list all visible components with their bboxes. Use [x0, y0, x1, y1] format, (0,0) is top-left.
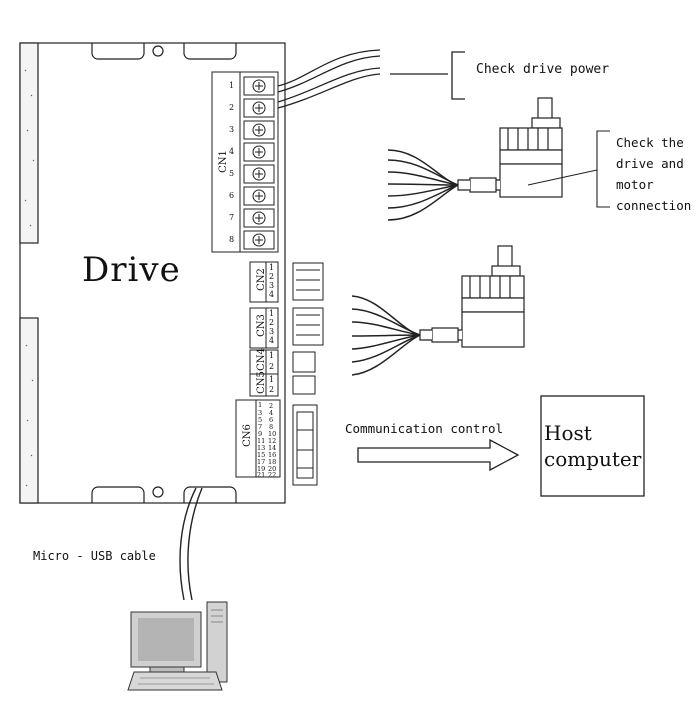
cn6-pin: 18: [268, 458, 277, 466]
cn3-pin: 3: [269, 327, 275, 336]
cn4-label: CN4: [255, 348, 267, 371]
cn3-label: CN3: [255, 314, 267, 337]
motor-1-leads: [387, 149, 459, 221]
cn6-pin: 11: [257, 437, 266, 445]
host-computer-label: Host computer: [544, 421, 642, 471]
cn2-pin: 2: [269, 272, 275, 281]
cn1-pin: 1: [229, 81, 235, 90]
stepper-motor-1: [457, 97, 563, 198]
cn5-label: CN5: [255, 371, 267, 394]
cn1-pin: 6: [229, 191, 235, 200]
signal-connectors: [249, 261, 324, 397]
cn3-pin: 2: [269, 318, 275, 327]
motor-2-leads: [351, 295, 421, 376]
cn6-pin: 8: [269, 423, 274, 431]
cn6-pin: 5: [258, 416, 263, 424]
cn2-pin: 4: [269, 290, 275, 299]
cn6-pin: 16: [268, 451, 277, 459]
cn1-pin: 3: [229, 125, 235, 134]
cn4-pin: 1: [269, 351, 275, 360]
micro-usb-cable-label: Micro - USB cable: [33, 549, 156, 563]
check-motor-bracket: [527, 130, 610, 208]
cn5-pin: 2: [269, 385, 275, 394]
cn1-pin: 8: [229, 235, 235, 244]
cn6-pin: 13: [257, 444, 266, 452]
cn6-pin: 7: [258, 423, 263, 431]
cn6-pin: 9: [258, 430, 263, 438]
cn6-pin: 12: [268, 437, 277, 445]
heatsink-texture: [24, 69, 35, 487]
cn6-pin: 3: [258, 409, 263, 417]
communication-arrow: [357, 438, 520, 472]
cn1-pin: 7: [229, 213, 235, 222]
cn5-pin: 1: [269, 375, 275, 384]
cn6-pin: 4: [269, 409, 274, 417]
cn1-pin: 4: [229, 147, 235, 156]
check-drive-motor-connection-label: Check the drive and motor connection: [616, 135, 692, 213]
communication-control-label: Communication control: [345, 421, 504, 436]
cn6-pin: 19: [257, 465, 266, 473]
cn6-pin: 10: [268, 430, 277, 438]
cn6-pin: 22: [268, 471, 277, 479]
cn3-pin: 4: [269, 336, 275, 345]
cn2-label: CN2: [255, 268, 267, 291]
cn6-connector: [235, 399, 318, 486]
cn6-label: CN6: [241, 424, 253, 447]
drive-title: Drive: [82, 250, 181, 290]
host-computer-box: [540, 395, 645, 497]
cn6-pin: 21: [257, 471, 266, 479]
cn1-terminal-block: [211, 71, 279, 253]
stepper-motor-2: [419, 245, 525, 348]
cn4-pin: 2: [269, 362, 275, 371]
drive-board: [19, 42, 286, 504]
cn2-pin: 1: [269, 263, 275, 272]
cn6-pin: 2: [269, 402, 274, 410]
check-drive-power-label: Check drive power: [476, 62, 610, 77]
cn1-pin: 5: [229, 169, 235, 178]
cn6-pin: 1: [258, 401, 263, 409]
cn6-pin: 6: [269, 416, 274, 424]
micro-usb-cable: [179, 487, 203, 601]
cn1-pin: 2: [229, 103, 235, 112]
cn6-pin: 14: [268, 444, 277, 452]
power-wires: [277, 49, 465, 109]
cn6-pin: 15: [257, 451, 266, 459]
cn1-screws: [243, 76, 275, 250]
cn2-pin: 3: [269, 281, 275, 290]
cn6-pin: 20: [268, 465, 277, 473]
cn6-pin: 17: [257, 458, 266, 466]
cn3-pin: 1: [269, 309, 275, 318]
personal-computer-icon: [127, 601, 228, 691]
cn1-label: CN1: [217, 150, 229, 173]
